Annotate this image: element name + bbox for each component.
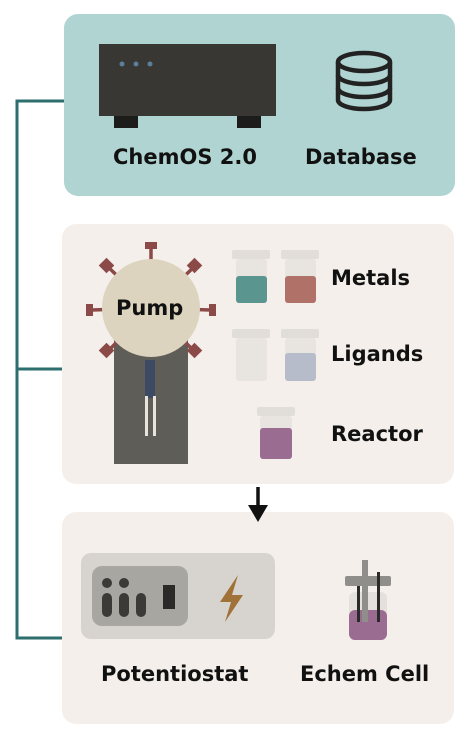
vial-icon	[257, 407, 295, 459]
reactor-label: Reactor	[331, 422, 423, 446]
potentiostat-label: Potentiostat	[101, 662, 249, 686]
vial-icon	[232, 329, 270, 381]
pump-label: Pump	[116, 296, 184, 320]
vial-icon	[281, 250, 319, 303]
echem-cell-icon	[345, 560, 391, 640]
pump-icon	[86, 242, 216, 464]
ligands-label: Ligands	[331, 342, 424, 366]
database-icon	[335, 50, 393, 112]
vial-icon	[232, 250, 270, 303]
chemos-label: ChemOS 2.0	[113, 145, 257, 169]
vial-icon	[281, 329, 319, 381]
database-label: Database	[305, 145, 417, 169]
echem-cell-label: Echem Cell	[300, 662, 430, 686]
potentiostat-icon	[81, 553, 275, 639]
metals-label: Metals	[331, 266, 411, 290]
server-icon	[99, 44, 276, 128]
lightning-bolt-icon	[220, 575, 243, 622]
arrow-down-icon	[248, 487, 268, 522]
